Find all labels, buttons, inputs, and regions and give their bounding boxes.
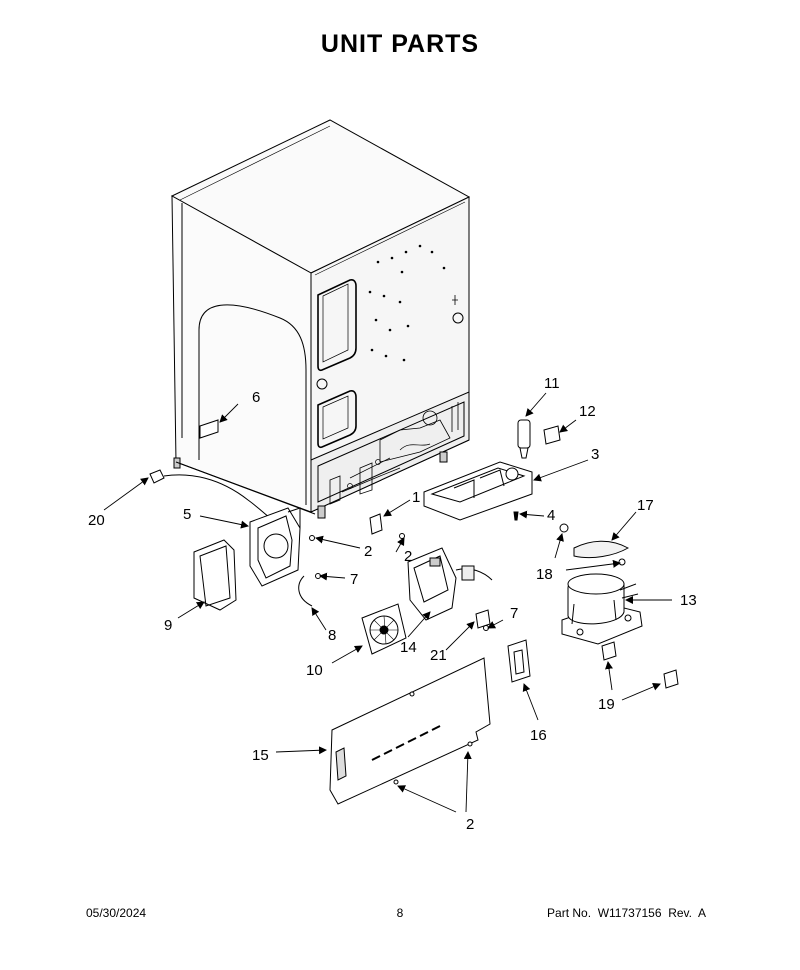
parts [149,419,679,805]
callout-3: 3 [591,446,599,463]
callout-7b: 7 [510,605,518,622]
compressor-part-13 [561,573,643,645]
callout-2b: 2 [404,548,412,565]
callout-12: 12 [579,403,596,420]
refrigerator-cabinet [170,119,471,519]
filter-part-11 [517,419,531,459]
callout-21: 21 [430,647,447,664]
callout-8: 8 [328,627,336,644]
callout-9: 9 [164,617,172,634]
callout-20: 20 [88,512,105,529]
bracket-part-16 [507,639,531,683]
drain-pan-part-3 [423,461,533,521]
compressor-cover-part-17 [573,540,630,559]
callout-2a: 2 [364,543,372,560]
connector-part-12 [543,425,561,445]
callout-15: 15 [252,747,269,764]
callout-10: 10 [306,662,323,679]
page-title: UNIT PARTS [320,30,480,58]
footer-date: 05/30/2024 [86,906,147,920]
callout-2c: 2 [466,816,474,833]
cover-part-9 [193,539,237,611]
footer-part-number: Part No. W11737156 Rev. A [547,906,706,920]
callout-11: 11 [544,375,560,392]
leader-arrows [103,392,672,813]
callout-7a: 7 [350,571,358,588]
callout-5: 5 [183,506,191,523]
callout-1: 1 [412,489,420,506]
callout-16: 16 [530,727,547,744]
access-panel-part-15 [329,657,491,805]
callout-numbers: 11 12 3 1 4 5 6 20 2 2 7 7 8 9 10 14 21 … [88,375,697,833]
callout-18: 18 [536,566,553,583]
callout-4: 4 [547,507,555,524]
callout-6: 6 [252,389,260,406]
footer-page-number: 8 [396,906,404,920]
callout-17: 17 [637,497,654,514]
callout-19: 19 [598,696,615,713]
fan-part-10 [361,603,407,655]
callout-14: 14 [400,639,417,656]
control-board-part-14 [407,547,493,621]
clip-part-1 [369,513,383,535]
callout-13: 13 [680,592,697,609]
part-21 [475,609,491,629]
fan-shroud-part-5 [249,507,301,587]
